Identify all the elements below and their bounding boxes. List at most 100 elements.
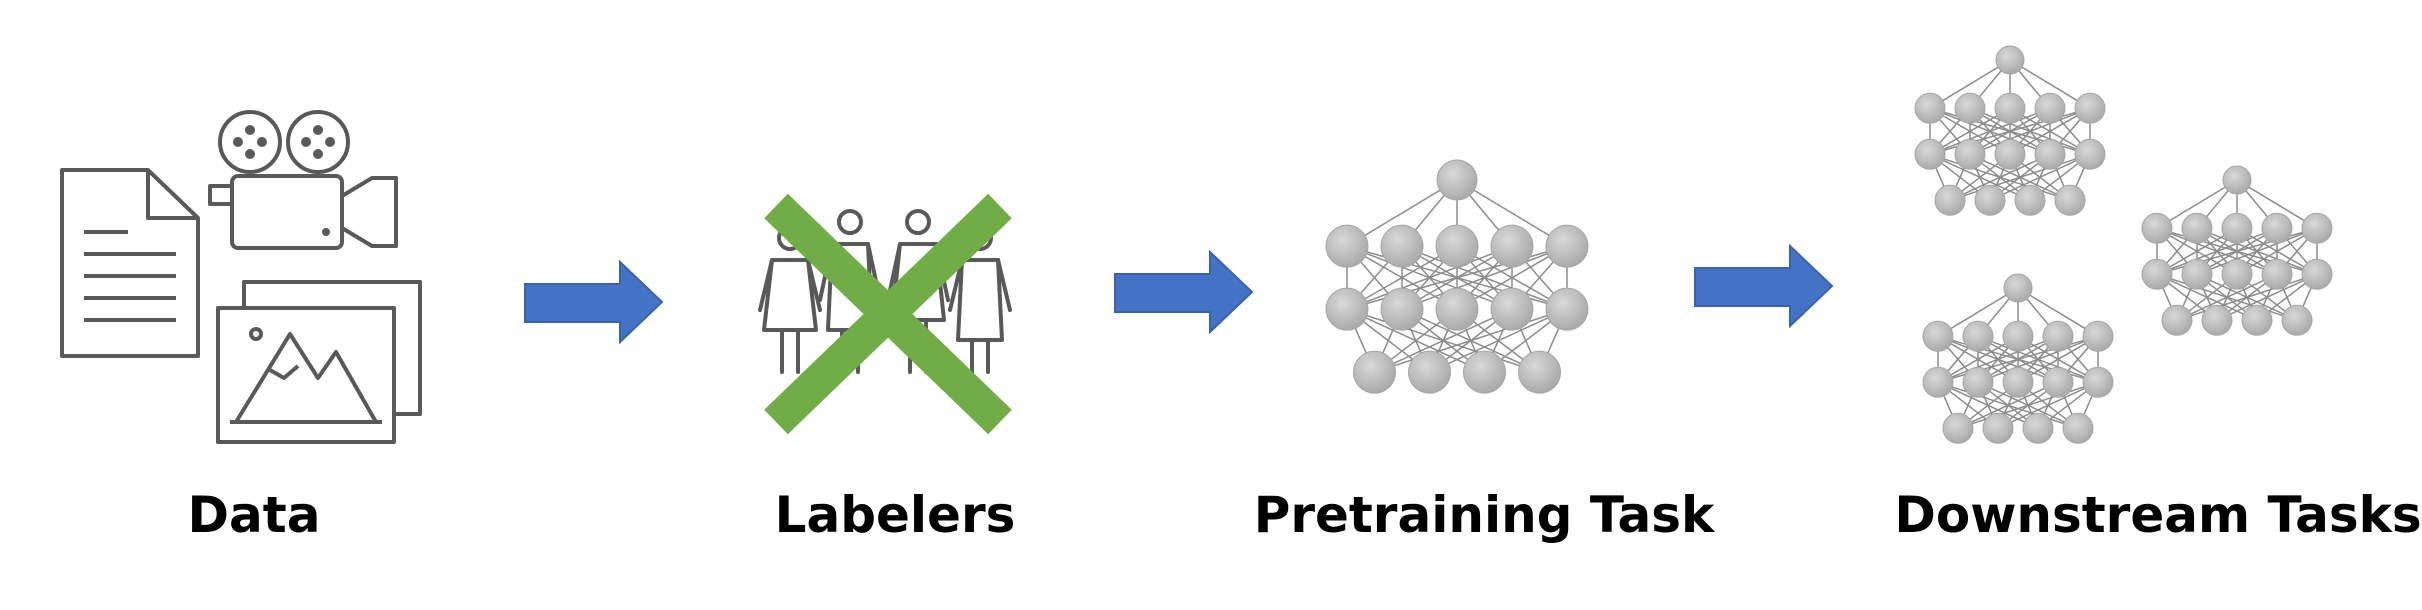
network-node (2161, 304, 2193, 336)
network-edge (1957, 381, 2099, 430)
network-node (1914, 138, 1946, 170)
network-node (2181, 258, 2213, 290)
arrow-right-icon (1694, 243, 1834, 329)
network-node (1954, 92, 1986, 124)
network-edge (2236, 179, 2318, 229)
network-node (2054, 184, 2086, 216)
network-edge (1969, 107, 2091, 156)
network-edge (1929, 59, 2011, 109)
network-node (2301, 258, 2333, 290)
network-edge (2176, 273, 2278, 321)
network-edge (1346, 245, 1513, 310)
network-node (1490, 224, 1534, 268)
network-node (1545, 287, 1589, 331)
network-node (2221, 212, 2253, 244)
network-node (2261, 258, 2293, 290)
network-edge (1401, 245, 1568, 310)
network-edge (1429, 308, 1568, 373)
network-node (1942, 412, 1974, 444)
network-node (2034, 138, 2066, 170)
network-node (1994, 92, 2026, 124)
cross-out-icon (764, 193, 1012, 435)
stage-label-downstream-tasks: Downstream Tasks (1894, 486, 2422, 544)
network-node (1435, 287, 1479, 331)
network-node (1490, 287, 1534, 331)
network-node (2141, 212, 2173, 244)
network-node (1545, 224, 1589, 268)
image-icon (216, 280, 422, 444)
network-node (2141, 258, 2173, 290)
network-node (1994, 138, 2026, 170)
stage-label-labelers: Labelers (774, 486, 1016, 544)
network-node (2002, 320, 2034, 352)
network-node (1974, 184, 2006, 216)
network-edge (1957, 381, 2059, 429)
network-node (2074, 138, 2106, 170)
network-edge (2009, 59, 2091, 109)
network-node (1380, 224, 1424, 268)
network-node (1463, 350, 1506, 394)
network-node (2222, 165, 2252, 195)
network-edge (1929, 107, 2051, 156)
network-node (2042, 366, 2074, 398)
network-node (1353, 350, 1396, 394)
network-node (1380, 287, 1424, 331)
network-node (1436, 159, 1478, 201)
network-node (2281, 304, 2313, 336)
network-node (1325, 287, 1369, 331)
network-node (2261, 212, 2293, 244)
network-node (2003, 273, 2033, 303)
network-node (1922, 320, 1954, 352)
network-node (1914, 92, 1946, 124)
arrow-right-icon (1114, 249, 1254, 335)
network-edge (1374, 308, 1568, 373)
network-edge (2017, 287, 2099, 337)
network-edge (1949, 153, 2091, 202)
network-node (1934, 184, 1966, 216)
video-camera-icon (208, 110, 398, 250)
network-edge (1949, 153, 2051, 201)
network-node (1954, 138, 1986, 170)
network-node (1982, 412, 2014, 444)
network-node (2002, 366, 2034, 398)
network-node (2082, 366, 2114, 398)
network-node (1325, 224, 1369, 268)
network-node (2221, 258, 2253, 290)
network-node (2022, 412, 2054, 444)
document-icon (60, 168, 200, 358)
network-edge (2196, 227, 2318, 276)
network-edge (1997, 381, 2099, 429)
network-node (1435, 224, 1479, 268)
network-edge (2156, 227, 2278, 276)
network-edge (1937, 287, 2019, 337)
network-node (2042, 320, 2074, 352)
neural-network-icon (2141, 165, 2333, 336)
network-edge (2216, 273, 2318, 321)
network-edge (1937, 335, 2059, 384)
network-node (1408, 350, 1451, 394)
neural-network-icon (1325, 159, 1589, 394)
stage-label-data: Data (187, 486, 321, 544)
network-node (2181, 212, 2213, 244)
network-edge (2156, 179, 2238, 229)
neural-network-icon (1914, 45, 2106, 216)
arrow-right-icon (524, 259, 664, 345)
network-node (1922, 366, 1954, 398)
network-node (2201, 304, 2233, 336)
network-node (1518, 350, 1561, 394)
network-node (1962, 320, 1994, 352)
network-node (2014, 184, 2046, 216)
network-node (2062, 412, 2094, 444)
stage-label-pretraining-task: Pretraining Task (1253, 486, 1715, 544)
neural-network-icon (1922, 273, 2114, 444)
arrows-group (524, 243, 1834, 345)
network-node (1995, 45, 2025, 75)
network-edge (1977, 335, 2099, 384)
network-edge (1374, 308, 1513, 373)
network-node (2301, 212, 2333, 244)
network-edge (1989, 153, 2091, 201)
network-edge (2176, 273, 2318, 322)
network-node (2241, 304, 2273, 336)
network-node (2034, 92, 2066, 124)
